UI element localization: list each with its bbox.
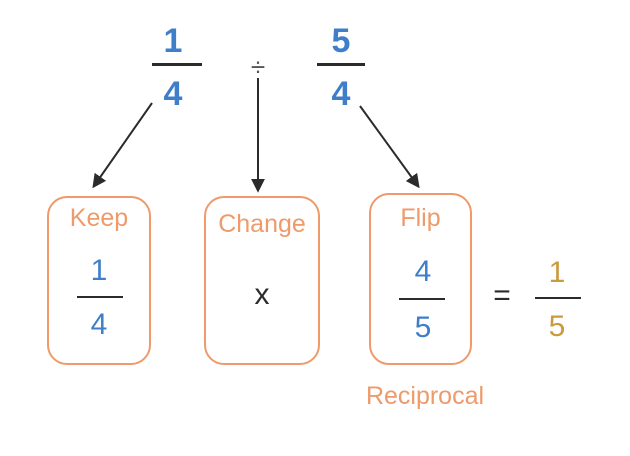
- problem-left-numerator: 1: [163, 22, 183, 60]
- keep-box: Keep 1 4: [47, 196, 151, 365]
- flip-denominator: 5: [414, 311, 432, 344]
- flip-numerator: 4: [414, 255, 432, 288]
- result-numerator: 1: [548, 256, 566, 289]
- problem-right-numerator: 5: [331, 22, 351, 60]
- change-box: Change x: [204, 196, 320, 365]
- change-label: Change: [218, 210, 306, 238]
- keep-denominator: 4: [90, 308, 108, 341]
- keep-numerator: 1: [90, 254, 108, 287]
- divide-operator: ÷: [250, 52, 266, 82]
- reciprocal-label: Reciprocal: [365, 382, 485, 410]
- keep-label: Keep: [69, 204, 129, 232]
- problem-right-denominator: 4: [331, 75, 351, 113]
- flip-fraction-bar: [399, 298, 445, 300]
- problem-left-fraction-bar: [152, 63, 202, 66]
- equals-sign: =: [493, 279, 511, 312]
- keep-fraction-bar: [77, 296, 123, 298]
- result-denominator: 5: [548, 310, 566, 343]
- problem-left-denominator: 4: [163, 75, 183, 113]
- change-symbol: x: [254, 278, 270, 311]
- arrow-to-flip: [359, 105, 420, 189]
- result-fraction-bar: [535, 297, 581, 299]
- flip-label: Flip: [400, 204, 441, 232]
- flip-box: Flip 4 5: [369, 193, 472, 365]
- arrow-to-keep: [92, 102, 153, 189]
- problem-right-fraction-bar: [317, 63, 365, 66]
